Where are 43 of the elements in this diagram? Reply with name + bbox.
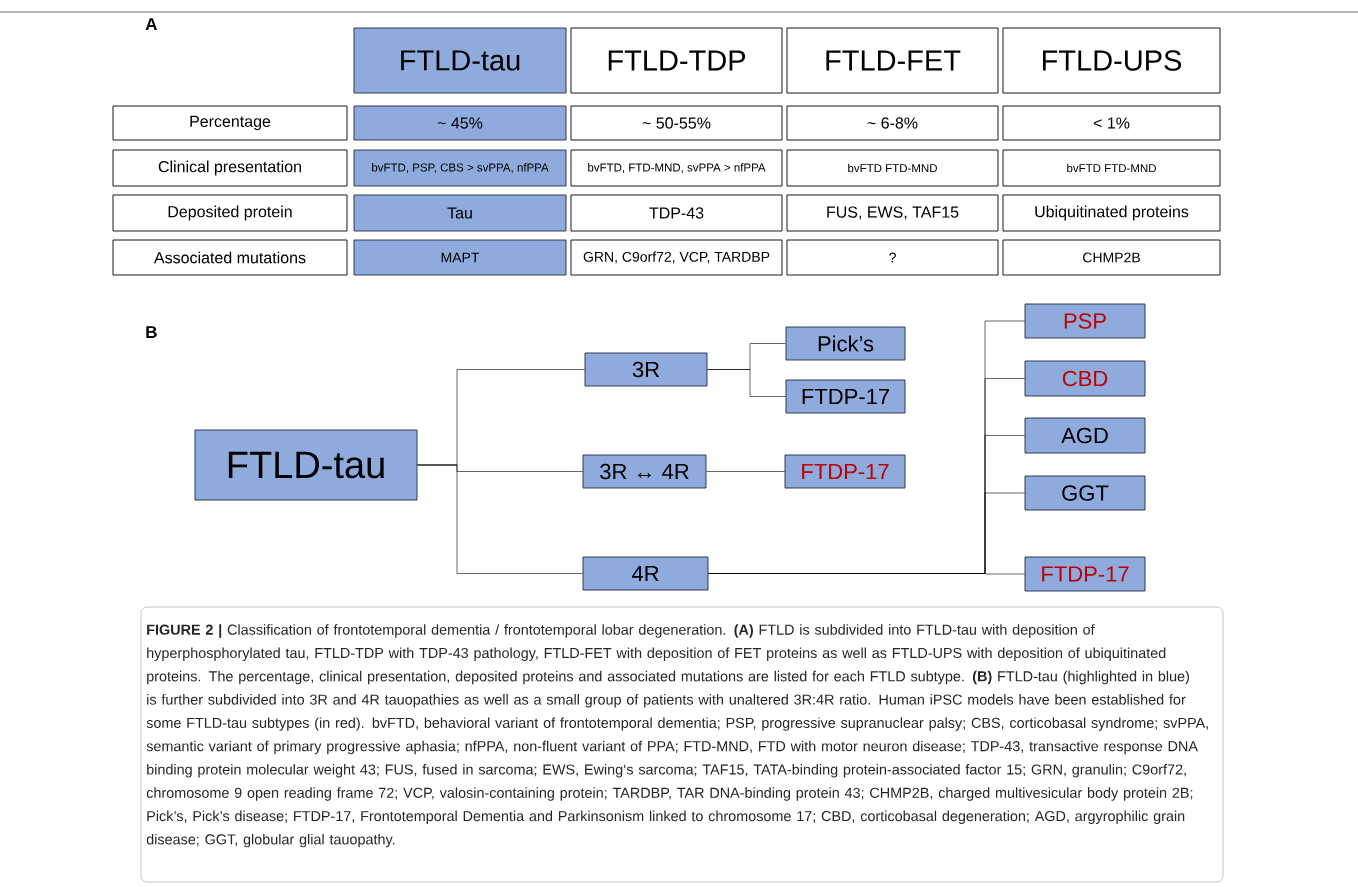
class-box: GGT <box>1024 475 1146 511</box>
table-cell: bvFTD, PSP, CBS > svPPA, nfPPA <box>353 149 567 187</box>
table-cell: Ubiquitinated proteins <box>1002 194 1221 232</box>
connector-line <box>417 464 583 574</box>
table-cell: ? <box>786 239 999 276</box>
class-box: FTDP-17 <box>1024 556 1146 592</box>
class-box: 3R <box>584 352 708 387</box>
class-box: FTDP-17 <box>784 454 906 489</box>
connector-line <box>707 369 786 397</box>
row-header: Percentage <box>112 105 348 141</box>
column-header: FTLD-FET <box>786 27 999 94</box>
table-cell: TDP-43 <box>570 194 783 232</box>
table-cell: Tau <box>353 194 567 232</box>
panel-letter: A <box>145 18 158 30</box>
row-header: Associated mutations <box>112 239 348 276</box>
row-header: Deposited protein <box>112 194 348 232</box>
class-box: AGD <box>1024 417 1146 454</box>
class-box: FTLD-tau <box>194 429 418 501</box>
table-cell: ~ 50-55% <box>570 105 783 141</box>
column-header: FTLD-UPS <box>1002 27 1221 94</box>
table-cell: FUS, EWS, TAF15 <box>786 194 999 232</box>
table-cell: GRN, C9orf72, VCP, TARDBP <box>570 239 783 276</box>
class-box: CBD <box>1024 360 1146 397</box>
table-cell: ~ 45% <box>353 105 567 141</box>
table-cell: MAPT <box>353 239 567 276</box>
row-header: Clinical presentation <box>112 149 348 187</box>
figure-caption: FIGURE 2 | Classification of frontotemporal dementia / frontotemporal lobar degeneration. (A) FTLD is subdivided into FTLD-tau with deposition of hyperphosphorylated tau, FTLD-TDP with TDP-43 pathology, FTLD-FET with deposition of FET proteins as well as FTLD-UPS with deposition of ubiquitinated proteins. The percentage, clinical presentation, deposited proteins and associated mutations are listed for each FTLD subtype. (B) FTLD-tau (highlighted in blue) is further subdivided into 3R and 4R tauopathies as well as a small group of patients with unaltered 3R:4R ratio. Human iPSC models have been established for some FTLD-tau subtypes (in red). bvFTD, behavioral variant of frontotemporal dementia; PSP, progressive supranuclear palsy; CBS, corticobasal syndrome; svPPA, semantic variant of primary progressive aphasia; nfPPA, non-fluent variant of PPA; FTD-MND, FTD with motor neuron disease; TDP-43, transactive response DNA binding protein molecular weight 43; FUS, fused in sarcoma; EWS, Ewing‘s sarcoma; TAF15, TATA-binding protein-associated factor 15; GRN, granulin; C9orf72, chromosome 9 open reading frame 72; VCP, valosin-containing protein; TARDBP, TAR DNA-binding protein 43; CHMP2B, charged multivesicular body protein 2B; Pick’s, Pick’s disease; FTDP-17, Frontotemporal Dementia and Parkinsonism linked to chromosome 17; CBD, corticobasal degeneration; AGD, argyrophilic grain disease; GGT, globular glial tauopathy. <box>140 606 1224 883</box>
connector-line <box>706 471 785 472</box>
class-box: PSP <box>1024 303 1146 339</box>
class-box: FTDP-17 <box>785 379 906 414</box>
class-box: 4R <box>582 556 709 591</box>
class-box: 3R ↔ 4R <box>582 454 707 489</box>
table-cell: ~ 6-8% <box>786 105 999 141</box>
table-cell: bvFTD, FTD-MND, svPPA > nfPPA <box>570 149 783 187</box>
class-box: Pick’s <box>785 326 906 361</box>
column-header: FTLD-TDP <box>570 27 783 94</box>
table-cell: CHMP2B <box>1002 239 1221 276</box>
table-cell: bvFTD FTD-MND <box>1002 149 1221 187</box>
panel-letter: B <box>146 326 157 338</box>
table-cell: bvFTD FTD-MND <box>786 149 999 187</box>
connector-line <box>708 573 1025 575</box>
table-cell: < 1% <box>1002 105 1221 141</box>
column-header: FTLD-tau <box>353 27 567 94</box>
